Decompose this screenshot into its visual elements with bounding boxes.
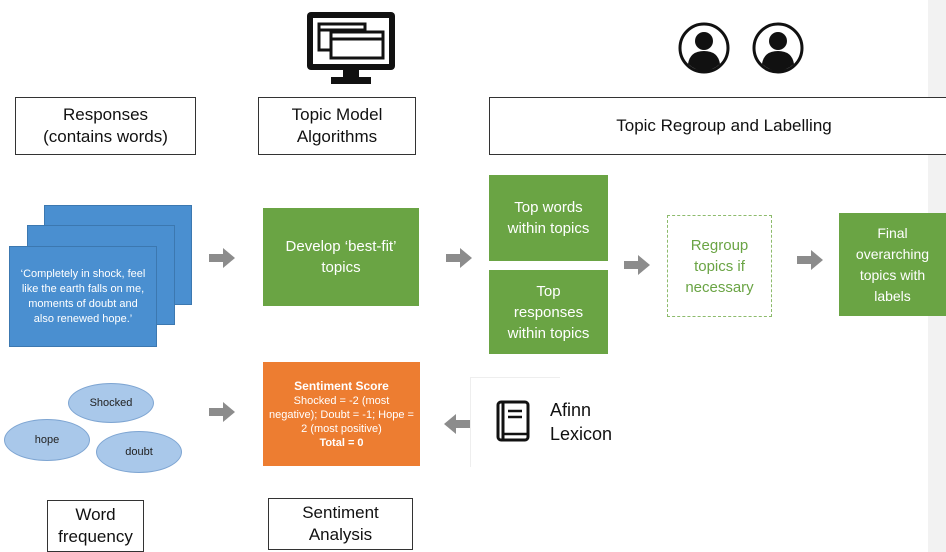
response-quote: ‘Completely in shock, feel like the eart… (20, 267, 146, 325)
sentiment-score-title: Sentiment Score (294, 379, 389, 393)
document-front: ‘Completely in shock, feel like the eart… (9, 246, 157, 347)
topic-regroup-labelling-label: Topic Regroup and Labelling (489, 97, 946, 155)
arrow-right-icon (797, 250, 823, 270)
word-ellipse-doubt: doubt (96, 431, 182, 473)
sentiment-analysis-label: Sentiment Analysis (268, 498, 413, 550)
lexicon-panel (470, 377, 560, 467)
word-ellipse-shocked: Shocked (68, 383, 154, 423)
user-icon (676, 18, 732, 78)
word-ellipse-hope: hope (4, 419, 90, 461)
topic-model-label: Topic Model Algorithms (258, 97, 416, 155)
lexicon-label: Afinn Lexicon (550, 400, 613, 444)
top-words-box: Top words within topics (489, 175, 608, 261)
regroup-topics-box: Regroup topics if necessary (667, 215, 772, 317)
arrow-left-icon (444, 414, 470, 434)
sentiment-score-box: Sentiment Score Shocked = -2 (most negat… (263, 362, 420, 466)
word-shocked: Shocked (89, 397, 133, 409)
word-doubt: doubt (125, 446, 153, 458)
arrow-right-icon (446, 248, 472, 268)
sentiment-score-total: Total = 0 (319, 437, 364, 449)
book-icon (494, 399, 532, 443)
user-icon (750, 18, 806, 78)
computer-icon (305, 10, 397, 86)
arrow-right-icon (209, 248, 235, 268)
sentiment-score-body: Shocked = -2 (most negative); Doubt = -1… (269, 395, 414, 435)
arrow-right-icon (624, 255, 650, 275)
top-responses-box: Top responses within topics (489, 270, 608, 354)
arrow-right-icon (209, 402, 235, 422)
word-frequency-label: Word frequency (47, 500, 144, 552)
word-hope: hope (34, 434, 60, 446)
final-topics-box: Final overarching topics with labels (839, 213, 946, 316)
responses-label: Responses (contains words) (15, 97, 196, 155)
develop-topics-box: Develop ‘best-fit’ topics (263, 208, 419, 306)
